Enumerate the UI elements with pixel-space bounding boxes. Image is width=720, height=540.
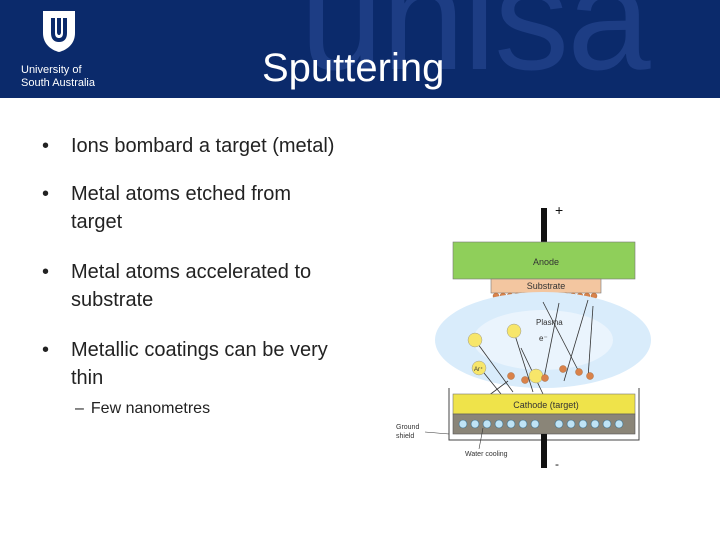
sputtering-diagram: + Anode Substrate Plasma e⁻ Ar⁺ — [396, 202, 651, 471]
sub-bullet-dash: – — [75, 400, 84, 417]
cooling-channels — [458, 419, 624, 429]
bullet-item: • Metal atoms etched from target — [42, 180, 371, 236]
minus-sign: - — [555, 457, 559, 471]
logo-line-2: South Australia — [21, 77, 95, 89]
bullet-text: Metal atoms accelerated to — [71, 261, 312, 283]
ion-particles — [467, 323, 544, 384]
unisa-watermark: unisa — [300, 0, 651, 98]
sputtered-atoms — [507, 365, 594, 384]
university-logo-text: University of South Australia — [21, 64, 95, 90]
ion-paths — [474, 299, 594, 397]
bullet-text: Metallic coatings can be very — [71, 339, 328, 361]
bullet-item: • Metallic coatings can be very thin — [42, 336, 411, 392]
plus-sign: + — [555, 202, 563, 218]
bullet-text-cont: thin — [71, 367, 104, 389]
anode-lead — [541, 208, 547, 242]
electron-label: e⁻ — [539, 334, 548, 343]
water-pointer — [478, 427, 484, 450]
logo-line-1: University of — [21, 64, 82, 76]
bullet-dot: • — [42, 135, 50, 157]
substrate-label: Substrate — [527, 281, 566, 291]
anode-label: Anode — [533, 257, 559, 267]
cathode-lead — [541, 434, 547, 468]
bullet-text-cont: substrate — [71, 289, 154, 311]
plasma-label: Plasma — [536, 318, 563, 327]
slide-title: Sputtering — [262, 46, 445, 90]
bullet-dot: • — [42, 261, 50, 283]
ground-label-2: shield — [396, 433, 414, 440]
university-crest-icon — [43, 11, 75, 52]
header-banner: unisa University of South Australia Sput… — [0, 0, 720, 98]
bullet-text-cont: target — [71, 211, 123, 233]
bullet-dot: • — [42, 339, 50, 361]
sub-bullet: –Few nanometres — [75, 399, 210, 419]
ion-label: Ar⁺ — [474, 366, 483, 373]
bullet-dot: • — [42, 183, 50, 205]
bullet-text: Ions bombard a target (metal) — [71, 135, 335, 157]
bullet-item: • Metal atoms accelerated to substrate — [42, 258, 401, 314]
cathode-label: Cathode (target) — [513, 400, 579, 410]
bullet-text: Metal atoms etched from — [71, 183, 292, 205]
bullet-item: • Ions bombard a target (metal) — [42, 132, 431, 160]
sub-bullet-text: Few nanometres — [90, 400, 211, 417]
water-cooling-label: Water cooling — [465, 451, 508, 458]
anode-plate — [452, 241, 636, 280]
ground-pointer — [424, 431, 450, 435]
ground-label-1: Ground — [396, 424, 419, 431]
